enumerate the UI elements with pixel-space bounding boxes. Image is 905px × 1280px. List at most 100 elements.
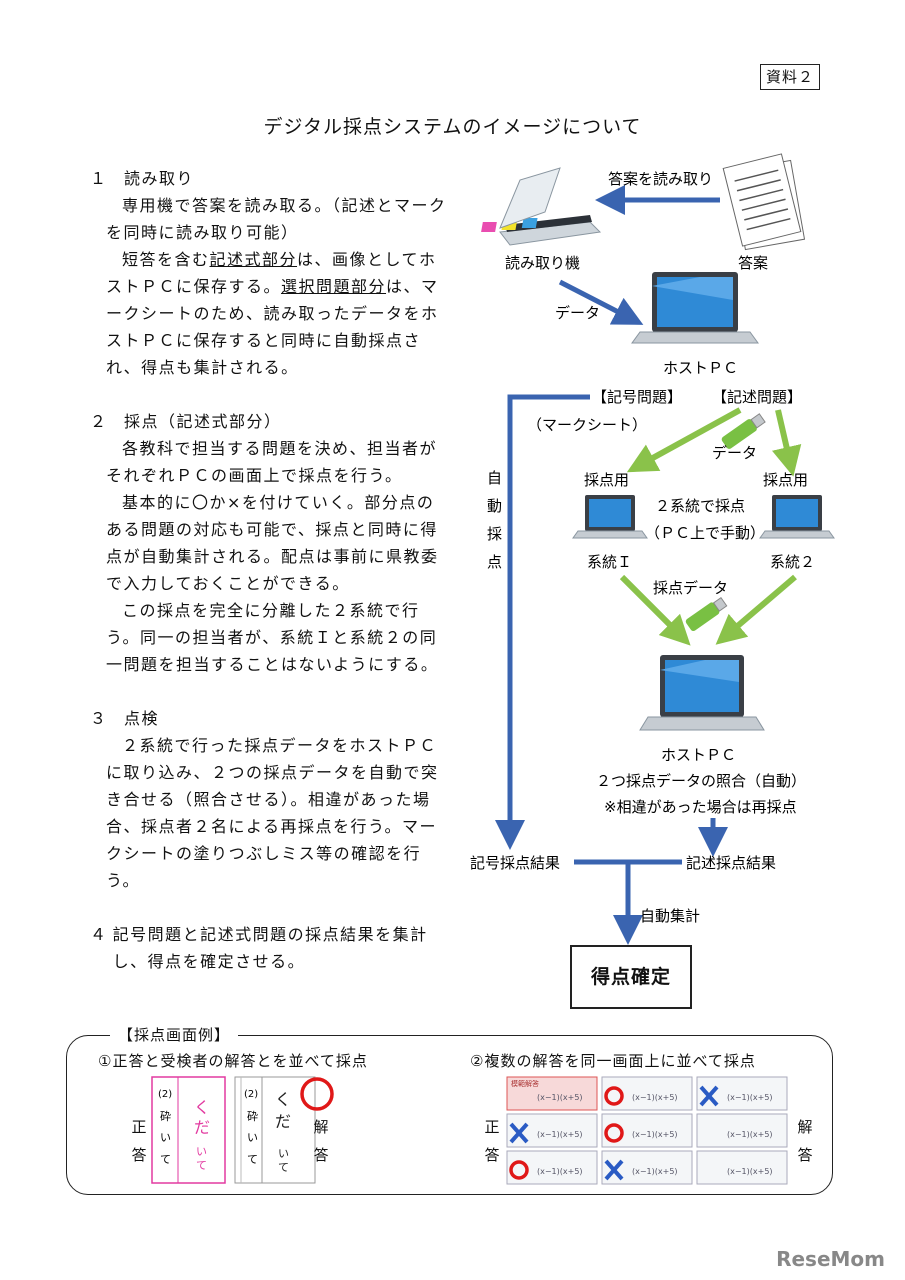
svg-text:て: て: [278, 1161, 289, 1174]
svg-text:て: て: [196, 1159, 207, 1172]
green-arrow-down-right: [715, 574, 797, 645]
svg-text:て: て: [160, 1153, 171, 1166]
q-num-2: (2): [244, 1089, 258, 1100]
data2-label: データ: [712, 444, 757, 462]
grading-pc-label-1: 採点用: [584, 471, 629, 489]
wrong-x-mark: [604, 1159, 624, 1181]
section-number: ３: [90, 709, 108, 728]
student-answer-vertical: くだ: [275, 1090, 291, 1131]
answer-formula: (x−1)(x+5): [632, 1167, 678, 1176]
svg-text:い: い: [196, 1145, 207, 1158]
svg-text:い: い: [278, 1147, 289, 1160]
usb-stick-icon-2: [685, 597, 728, 632]
host-pc2-label: ホストＰＣ: [661, 746, 736, 764]
section-paragraph: 各教科で担当する問題を決め、担当者がそれぞれＰＣの画面上で採点を行う。: [106, 439, 438, 485]
answer-cell: [696, 1150, 788, 1185]
answer-formula: (x−1)(x+5): [727, 1093, 773, 1102]
svg-text:砕: 砕: [160, 1109, 171, 1123]
system2-label: 系統２: [770, 553, 815, 571]
svg-text:く: く: [275, 1090, 291, 1109]
section-paragraph: 基本的に〇か×を付けていく。部分点のある問題の対応も可能で、採点と同時に得点が自…: [106, 493, 439, 593]
scanner-icon: [481, 167, 602, 246]
two-systems-label: ２系統で採点: [655, 497, 745, 515]
answer-formula: (x−1)(x+5): [727, 1130, 773, 1139]
answer-formula: (x−1)(x+5): [727, 1167, 773, 1176]
example-panel: [66, 1035, 833, 1195]
section-number: ４: [90, 925, 108, 944]
correct-circle-mark: [604, 1086, 624, 1106]
multi-answer-grid: (x−1)(x+5) 模範解答 (x−1)(x+5) (x−1)(x+5) (x−1)(…: [506, 1076, 788, 1185]
written-question-label: 【記述問題】: [712, 388, 802, 406]
answer-vertical-label: 解答: [313, 1118, 329, 1164]
section-3: ３ 点検 ２系統で行った採点データをホストＰＣに取り込み、２つの採点データを自動で突…: [90, 705, 450, 894]
section-paragraph: ２系統で行った採点データをホストＰＣに取り込み、２つの採点データを自動で突き合せ…: [106, 736, 439, 890]
correct-circle-mark: [604, 1123, 624, 1143]
answer-compare-image: (2) (2) 砕いて 砕いて くだ いて くだ いて: [151, 1076, 334, 1184]
answer-formula: (x−1)(x+5): [537, 1130, 583, 1139]
final-score-box: 得点確定: [570, 945, 692, 1009]
section-number: ２: [90, 412, 108, 431]
written-result-label: 記述採点結果: [686, 854, 776, 872]
data-label: データ: [555, 304, 600, 322]
manual-label: （ＰＣ上で手動）: [645, 524, 765, 542]
wrong-x-mark: [509, 1122, 529, 1144]
scoring-data-label: 採点データ: [653, 579, 728, 597]
section-paragraph: 専用機で答案を読み取る。（記述とマークを同時に読み取り可能）: [106, 196, 447, 242]
grading-pc-label-2: 採点用: [763, 471, 808, 489]
svg-text:自: 自: [487, 469, 502, 487]
usb-stick-icon: [721, 413, 766, 449]
page-title: デジタル採点システムのイメージについて: [263, 116, 642, 138]
auto-total-label: 自動集計: [640, 907, 700, 925]
green-arrow-left: [626, 407, 742, 473]
svg-text:い: い: [160, 1131, 171, 1144]
host-pc-icon: [631, 272, 759, 344]
section-heading: 採点（記述式部分）: [124, 412, 282, 431]
symbol-result-label: 記号採点結果: [470, 854, 560, 872]
system2-pc-icon: [759, 495, 835, 539]
read-label: 答案を読み取り: [608, 170, 713, 188]
svg-text:く: く: [194, 1098, 210, 1117]
green-arrow-down-left: [619, 574, 691, 646]
svg-text:い: い: [247, 1131, 258, 1144]
correct-circle-mark: [300, 1077, 334, 1111]
answer-cell: [696, 1113, 788, 1148]
resemom-logo: ReseMom: [776, 1247, 885, 1271]
section-heading: 記号問題と記述式問題の採点結果を集計し、得点を確定させる。: [112, 925, 428, 971]
answer-formula: (x−1)(x+5): [537, 1093, 583, 1102]
section-number: １: [90, 169, 108, 188]
compare-label: ２つ採点データの照合（自動）: [596, 772, 806, 790]
symbol-question-label: 【記号問題】: [592, 388, 682, 406]
green-arrow-right: [772, 409, 802, 477]
answer-formula: (x−1)(x+5): [632, 1093, 678, 1102]
example-title: 【採点画面例】: [110, 1024, 239, 1045]
document-tag: 資料２: [760, 64, 820, 90]
answers-label: 答案: [738, 254, 768, 272]
example1-heading: ①正答と受検者の解答とを並べて採点: [98, 1052, 368, 1070]
answer-sheets-icon: [722, 153, 806, 251]
data-arrow: [558, 279, 644, 325]
host-pc-icon-2: [639, 655, 765, 731]
mark-sheet-label: （マークシート）: [527, 416, 647, 434]
answer-vertical-label-2: 解答: [797, 1118, 813, 1164]
example2-heading: ②複数の解答を同一画面上に並べて採点: [470, 1052, 756, 1070]
system1-label: 系統Ｉ: [587, 553, 632, 571]
auto-path-arrow: [495, 394, 590, 850]
q-word-vertical: 砕いて 砕いて: [160, 1109, 258, 1166]
svg-text:動: 動: [487, 497, 502, 515]
model-answer-header: 模範解答: [511, 1079, 539, 1088]
svg-text:だ: だ: [275, 1112, 291, 1131]
q-num-1: (2): [158, 1089, 172, 1100]
svg-text:砕: 砕: [247, 1109, 258, 1123]
answer-formula: (x−1)(x+5): [632, 1130, 678, 1139]
section-heading: 点検: [124, 709, 160, 728]
section-heading: 読み取り: [124, 169, 195, 188]
wrong-x-mark: [699, 1085, 719, 1107]
svg-text:だ: だ: [194, 1118, 210, 1137]
svg-text:て: て: [247, 1153, 258, 1166]
answer-formula: (x−1)(x+5): [537, 1167, 583, 1176]
recheck-label: ※相違があった場合は再採点: [604, 798, 797, 816]
auto-scoring-vertical-label: 自動 採点: [487, 469, 502, 571]
svg-text:採: 採: [487, 525, 502, 543]
host-pc-label: ホストＰＣ: [663, 359, 738, 377]
